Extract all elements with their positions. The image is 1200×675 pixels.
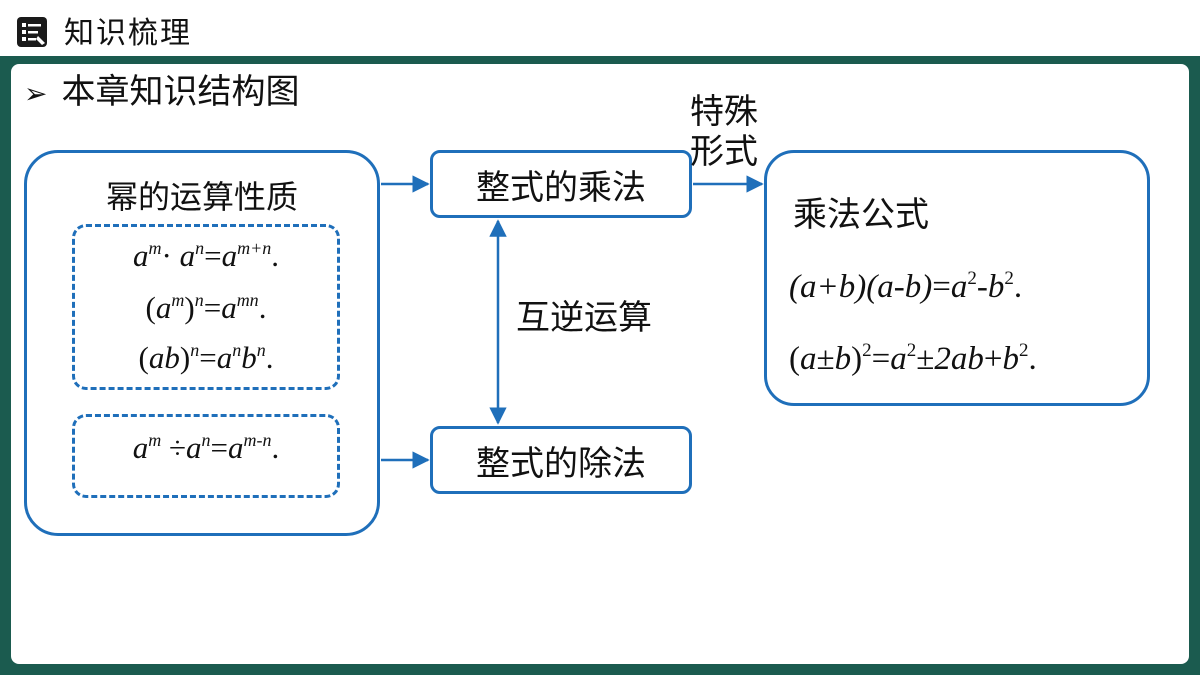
multiplication-formulas-title: 乘法公式 [793, 195, 929, 235]
section-title: 本章知识结构图 [61, 72, 300, 112]
power-rules-group: am· an=am+n. (am)n=amn. (ab)n=anbn. [72, 224, 340, 390]
polynomial-multiplication-label: 整式的乘法 [476, 167, 646, 208]
top-bar: 知识梳理 [0, 0, 1200, 56]
polynomial-division-box: 整式的除法 [430, 426, 692, 494]
polynomial-multiplication-box: 整式的乘法 [430, 150, 692, 218]
formula-quotient-of-powers: am ÷an=am-n. [132, 430, 280, 465]
section-heading: ➢ 本章知识结构图 [24, 70, 299, 116]
power-properties-title: 幂的运算性质 [105, 178, 298, 216]
page-title: 知识梳理 [64, 16, 192, 51]
formula-power-of-power: (am)n=amn. [145, 290, 267, 325]
inverse-operations-label: 互逆运算 [516, 298, 652, 338]
quotient-rule-group: am ÷an=am-n. [72, 414, 340, 498]
formula-product-of-powers: am· an=am+n. [133, 238, 279, 273]
formula-difference-of-squares: (a+b)(a-b)=a2-b2. [789, 268, 1023, 305]
formula-power-of-product: (ab)n=anbn. [138, 340, 274, 375]
checklist-icon [17, 17, 47, 47]
multiplication-formulas-box: 乘法公式 (a+b)(a-b)=a2-b2. (a±b)2=a2±2ab+b2. [764, 150, 1150, 406]
polynomial-division-label: 整式的除法 [476, 443, 646, 484]
formula-perfect-square: (a±b)2=a2±2ab+b2. [789, 340, 1037, 377]
arrow-bullet-icon: ➢ [24, 77, 48, 110]
special-form-label: 特殊 形式 [690, 92, 758, 172]
